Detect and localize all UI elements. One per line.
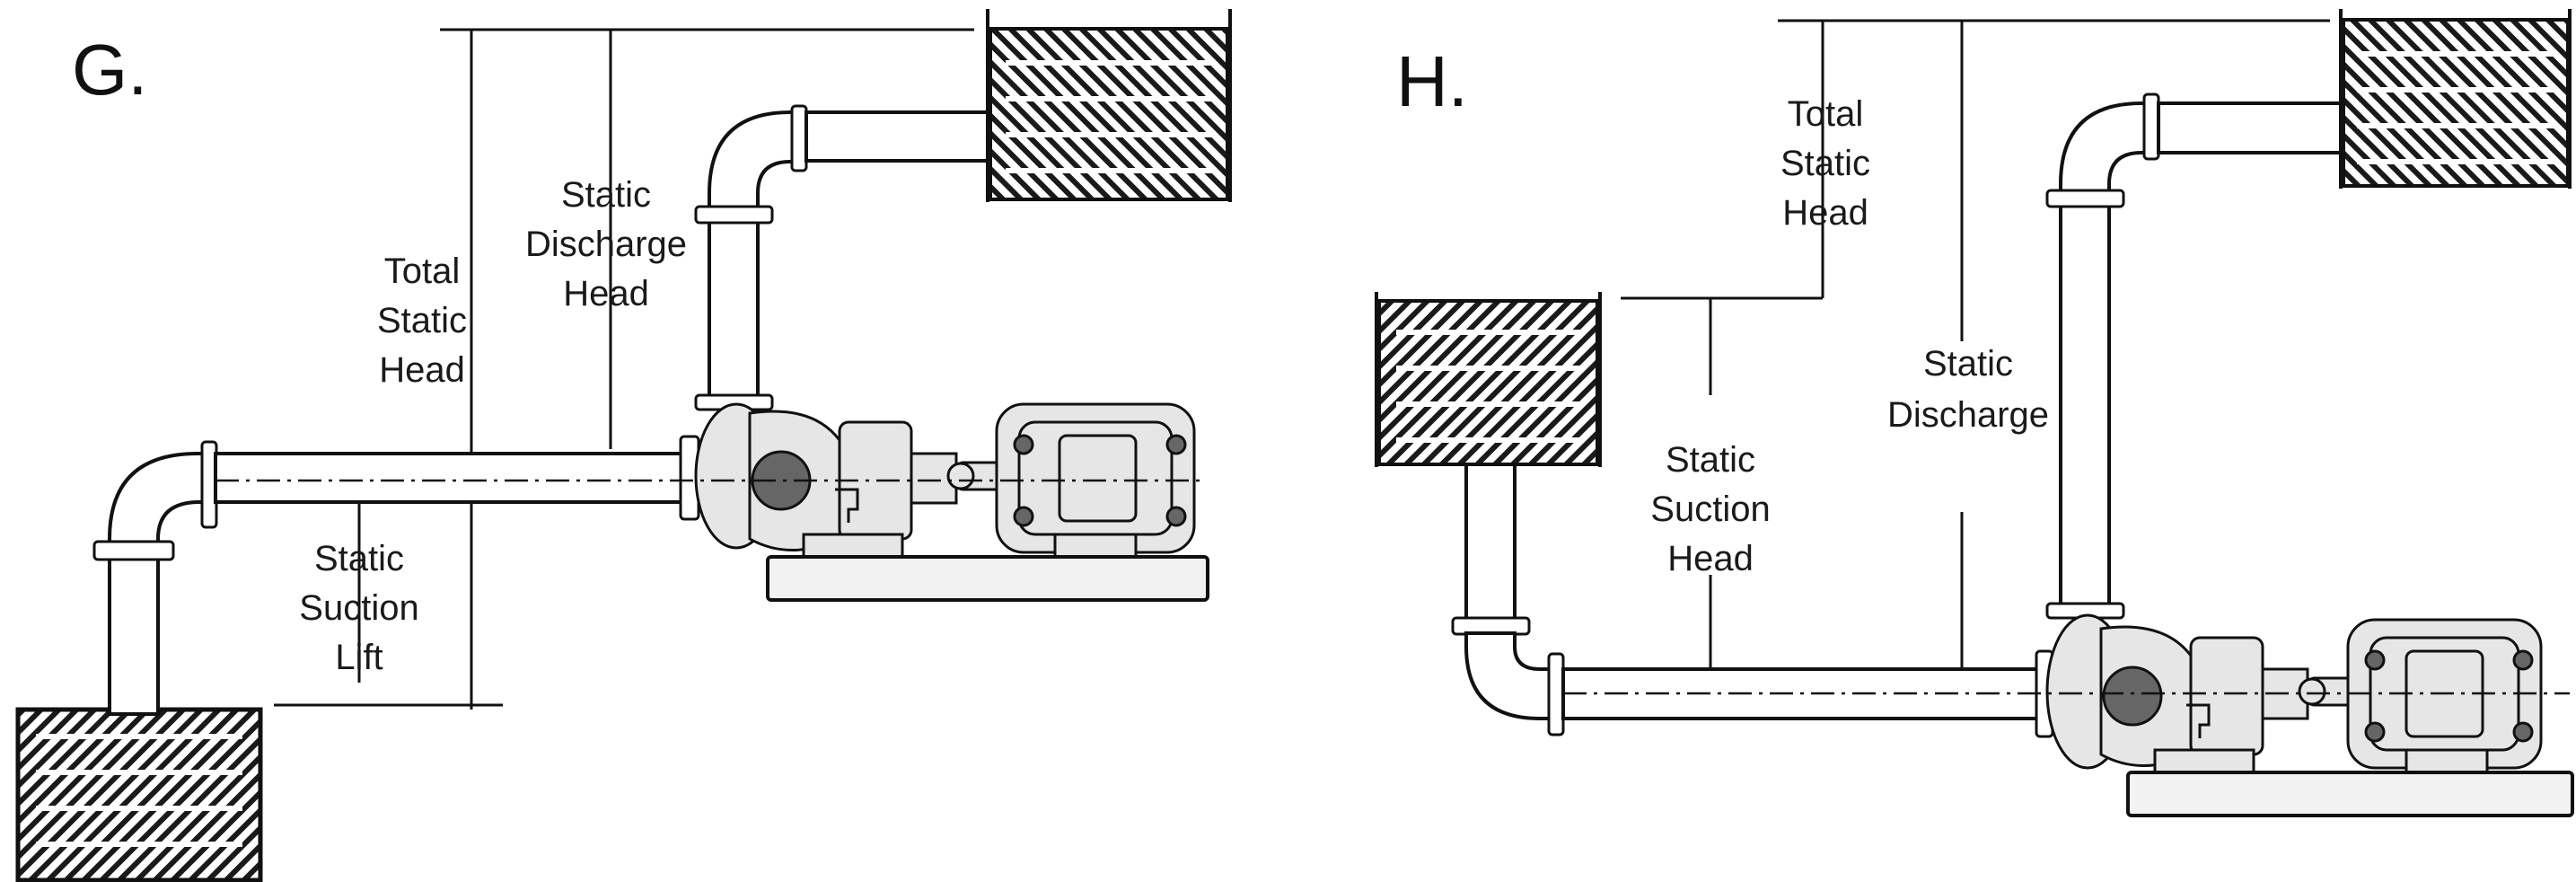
pipe-elbow-icon (694, 104, 989, 411)
svg-text:Static: Static (377, 301, 467, 340)
svg-text:Static: Static (314, 539, 404, 578)
svg-text:Lift: Lift (335, 638, 382, 677)
pump-icon (2045, 613, 2359, 783)
tank-icon (1375, 292, 1602, 467)
svg-text:Suction: Suction (299, 588, 418, 628)
svg-text:Discharge: Discharge (525, 225, 687, 264)
pipe-elbow-icon (1451, 463, 1565, 736)
svg-text:Head: Head (1667, 539, 1754, 578)
svg-text:Total: Total (384, 251, 461, 291)
label-static-suction-lift: Static Suction Lift (299, 539, 418, 677)
label-static-suction-head: Static Suction Head (1650, 440, 1770, 578)
svg-text:Head: Head (563, 274, 649, 313)
motor-icon (995, 402, 1196, 559)
svg-text:Head: Head (379, 350, 465, 390)
tank-icon (986, 9, 1232, 202)
label-total-static-head: Total Static Head (1780, 94, 1870, 233)
svg-text:Static: Static (1666, 440, 1755, 480)
tank-icon (15, 707, 263, 882)
pipe-elbow-icon (2045, 93, 2343, 620)
panel-g-letter: G. (72, 30, 147, 110)
pump-icon (694, 402, 1007, 568)
svg-text:Suction: Suction (1650, 490, 1770, 529)
svg-text:Total: Total (1788, 94, 1864, 134)
svg-text:Static: Static (1780, 144, 1870, 183)
label-static-discharge: Static Discharge (1887, 344, 2049, 435)
svg-text:Static: Static (1923, 344, 2013, 384)
motor-icon (2346, 618, 2543, 774)
svg-text:Discharge: Discharge (1887, 395, 2049, 435)
svg-text:Head: Head (1782, 193, 1868, 233)
panel-h-letter: H. (1396, 41, 1468, 121)
panel-g: G. (15, 9, 1232, 882)
svg-text:Static: Static (561, 175, 651, 215)
base-plate (2126, 771, 2574, 817)
pipe-elbow-icon (92, 440, 218, 716)
tank-icon (2339, 9, 2572, 189)
base-plate (766, 555, 1209, 602)
label-static-discharge-head: Static Discharge Head (525, 175, 687, 313)
panel-h: H. (1375, 9, 2574, 817)
label-total-static-head: Total Static Head (377, 251, 467, 390)
